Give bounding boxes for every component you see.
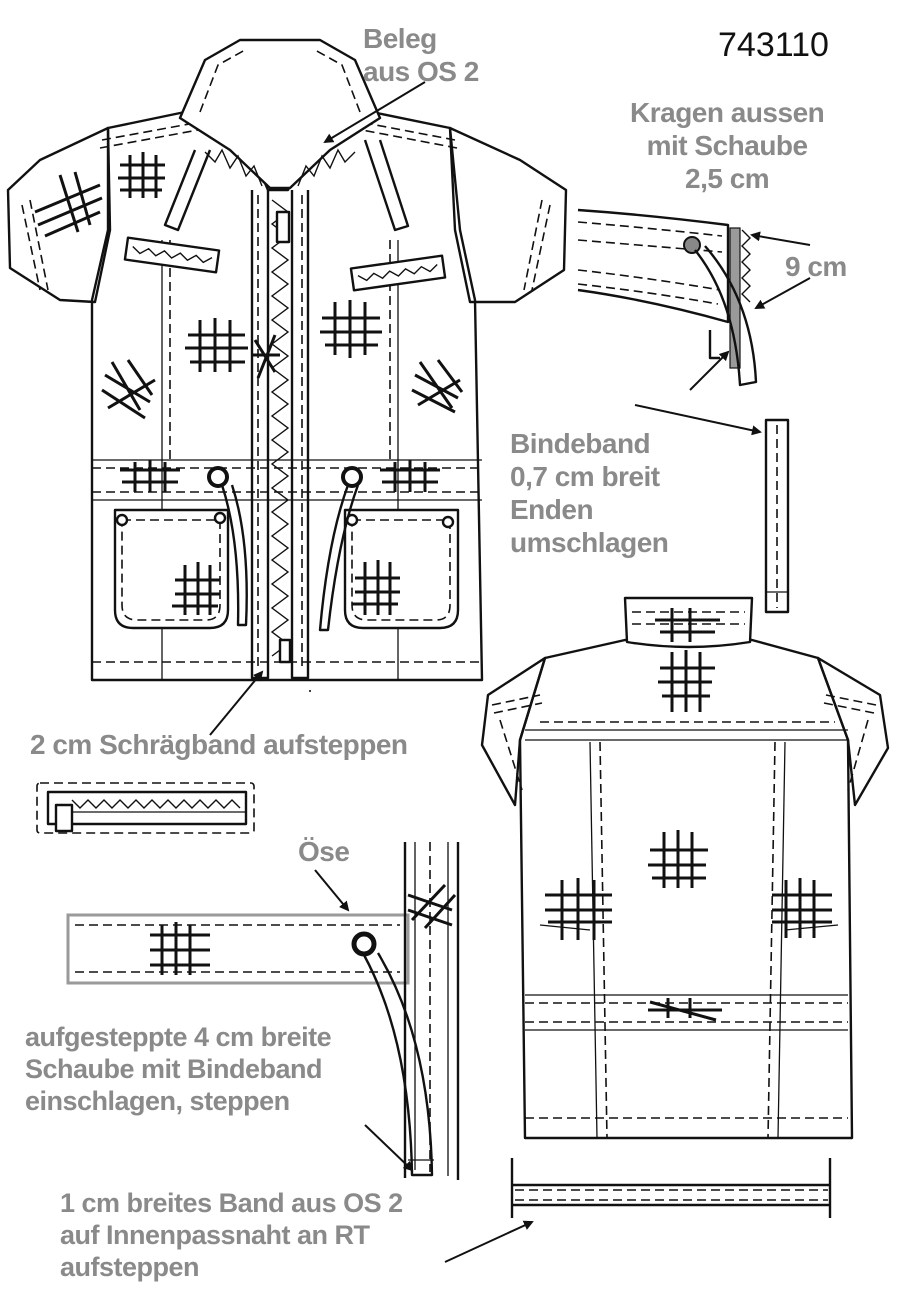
label-oese: Öse — [298, 836, 350, 867]
waist-band-detail — [66, 842, 460, 1180]
label-schaube: aufgesteppte 4 cm breite Schaube mit Bin… — [25, 1022, 332, 1116]
front-right-sleeve — [448, 126, 568, 304]
back-left-sleeve — [480, 656, 547, 807]
zipper-detail — [36, 782, 255, 834]
label-kragen: Kragen aussen mit Schaube 2,5 cm — [630, 97, 825, 195]
back-hatch-marks — [545, 608, 832, 1022]
annotation-arrows — [209, 81, 811, 1263]
inner-band-detail — [510, 1158, 832, 1218]
front-collar — [178, 38, 382, 190]
label-band: 1 cm breites Band aus OS 2 auf Innenpass… — [60, 1188, 403, 1282]
label-schraegband: 2 cm Schrägband aufsteppen — [30, 729, 408, 760]
tie-strip-detail — [764, 418, 790, 614]
front-hatch-marks — [34, 152, 464, 615]
collar-detail — [577, 208, 758, 387]
front-right-chest-zipper — [349, 254, 447, 292]
front-left-pocket — [113, 508, 230, 630]
label-nine-cm: 9 cm — [785, 251, 847, 282]
label-bindeband: Bindeband 0,7 cm breit Enden umschlagen — [510, 428, 669, 559]
front-left-sleeve — [6, 126, 112, 304]
front-view — [6, 38, 568, 692]
front-right-pocket — [343, 508, 460, 630]
front-zipper-placket — [250, 190, 270, 680]
front-zipper-teeth — [270, 199, 290, 657]
front-left-chest-zipper — [123, 236, 221, 274]
back-view — [480, 596, 890, 1140]
model-number: 743110 — [718, 26, 829, 64]
label-beleg: Beleg aus OS 2 — [363, 23, 479, 88]
back-body — [518, 638, 854, 1140]
back-right-sleeve — [816, 656, 890, 807]
